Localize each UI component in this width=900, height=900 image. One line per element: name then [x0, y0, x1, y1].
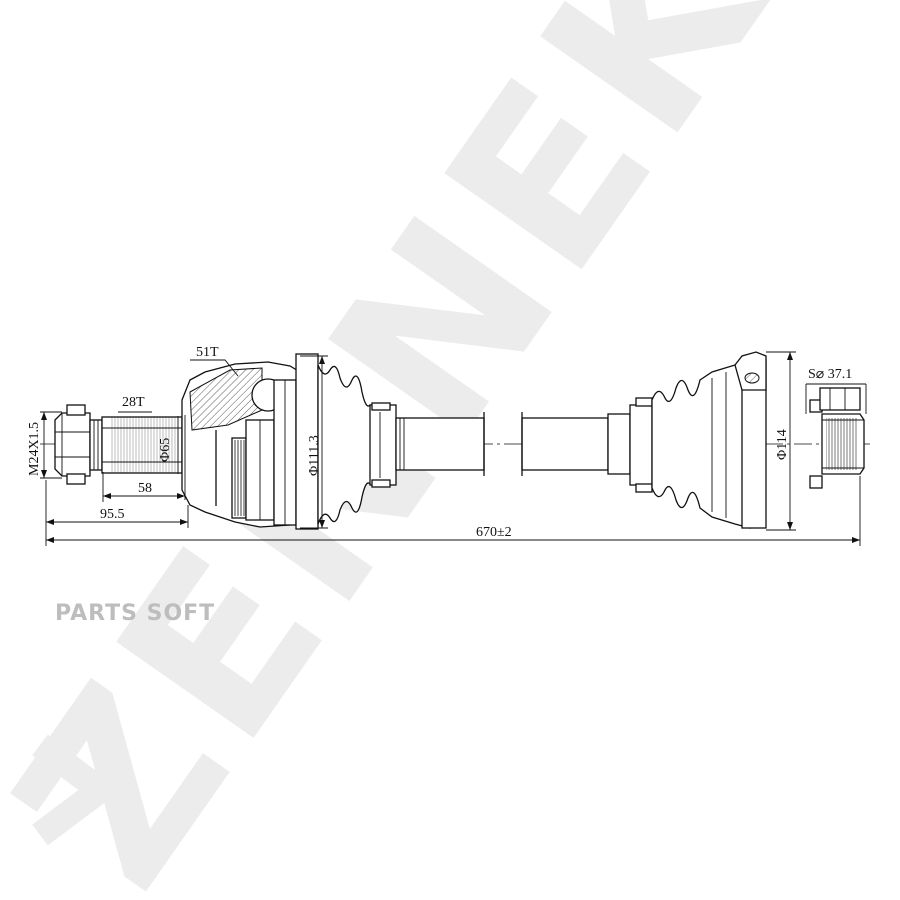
outer-cv-joint [181, 361, 301, 528]
dia-joint-label: Φ111.3 [307, 435, 322, 476]
dimension-lines [40, 351, 867, 546]
outer-spline-label: 28T [122, 395, 145, 410]
hex-label: S⌀ 37.1 [808, 367, 852, 382]
dia-outer-shaft-label: Φ65 [158, 438, 173, 462]
watermark-chevron-icon [32, 734, 122, 846]
dia-inner-joint-label: Φ114 [775, 429, 790, 460]
axle-shaft [395, 412, 609, 476]
inner-boot [607, 351, 767, 529]
abs-ring-label: 51T [196, 345, 219, 360]
dimension-labels: M24X1.5 28T 51T Φ65 Φ111.3 Φ114 S⌀ 37.1 … [27, 345, 852, 540]
inner-stub [809, 387, 865, 489]
len-58-label: 58 [138, 481, 152, 496]
total-length-label: 670±2 [476, 525, 512, 540]
thread-label: M24X1.5 [27, 422, 42, 476]
outer-boot [295, 353, 397, 530]
len-95-5-label: 95.5 [100, 507, 125, 522]
watermark-tagline: PARTS SOFT [55, 601, 215, 626]
threaded-stub [54, 404, 183, 485]
